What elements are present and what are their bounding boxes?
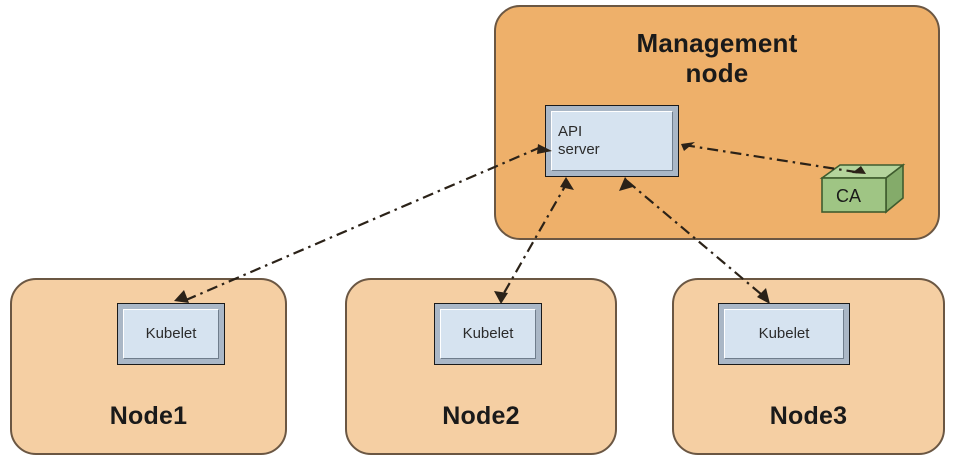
api-server-face [551, 111, 673, 171]
ca-label: CA [836, 186, 861, 206]
connector-line-ca [683, 143, 863, 175]
arrow-head-api-node2 [560, 177, 574, 190]
arrow-head-api-ca [681, 142, 695, 151]
kubelet-component-1[interactable]: Kubelet [117, 303, 225, 365]
arrow-head-api-node1 [537, 144, 552, 154]
connector-api-to-node1 [174, 144, 552, 303]
management-node-title: Management node [636, 28, 798, 88]
kubelet-face-2 [440, 309, 536, 359]
arrow-head-api-node3 [619, 177, 633, 191]
kubelet-component-2[interactable]: Kubelet [434, 303, 542, 365]
node-container-2: Node2 [345, 278, 617, 455]
kubelet-face-1 [123, 309, 219, 359]
arrow-head-node1-kubelet [174, 290, 189, 303]
connector-api-to-node2 [494, 177, 574, 304]
api-server-label: API server [558, 123, 600, 158]
kubelet-label-1: Kubelet [145, 325, 197, 343]
node-title-3: Node3 [769, 402, 848, 431]
node-title-2: Node2 [442, 402, 520, 431]
kubelet-component-3[interactable]: Kubelet [718, 303, 850, 365]
connector-api-to-ca [681, 142, 866, 175]
connector-line-node3 [626, 180, 769, 301]
kubelet-label-2: Kubelet [462, 325, 514, 343]
kubelet-label-3: Kubelet [758, 325, 810, 343]
connector-api-to-node3 [619, 177, 770, 304]
arrow-head-node2-kubelet [494, 291, 508, 304]
api-server-component[interactable]: API server [545, 105, 679, 177]
node-title-1: Node1 [109, 402, 188, 431]
kubelet-face-3 [724, 309, 844, 359]
connector-line-node1 [185, 145, 542, 302]
ca-front-face [821, 177, 887, 213]
arrow-head-node3-kubelet [757, 288, 770, 304]
arrow-head-ca [852, 166, 866, 174]
connector-line-node2 [499, 180, 569, 301]
